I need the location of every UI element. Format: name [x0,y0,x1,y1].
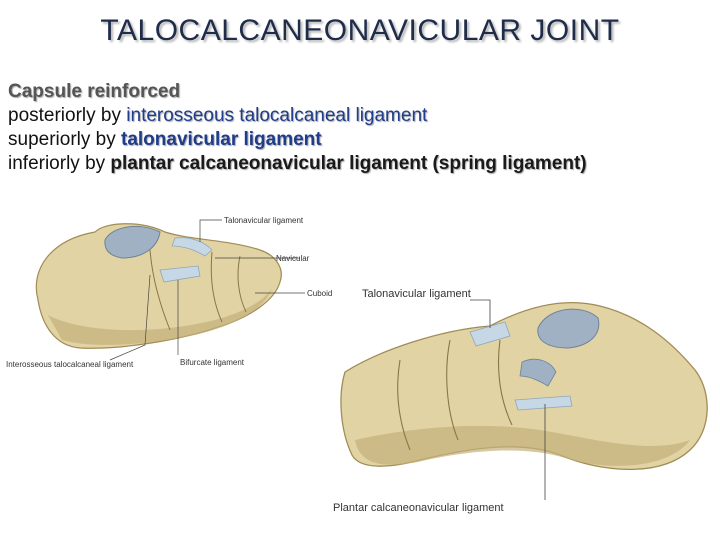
capsule-heading: Capsule reinforced [8,81,181,102]
right-talonavicular-ligament [469,321,511,347]
label-talonavicular-right: Talonavicular ligament [362,288,471,300]
term-plantar: plantar calcaneonavicular ligament (spri… [110,153,587,174]
right-plantar-ligament [514,395,573,411]
left-bifurcate-ligament [159,265,201,283]
label-bifurcate: Bifurcate ligament [180,358,245,367]
left-foot-shadow [48,288,272,345]
right-spring-ligament [519,358,557,387]
term-talonavicular: talonavicular ligament [121,129,322,150]
right-foot-shadow [355,425,690,466]
label-talonavicular-left: Talonavicular ligament [224,216,304,225]
label-plantar: Plantar calcaneonavicular ligament [333,502,504,514]
label-navicular: Navicular [276,254,310,263]
right-talus-cartilage [537,308,600,349]
label-cuboid: Cuboid [307,289,332,298]
right-bone-joints [397,339,513,451]
line-posterior: posteriorly by interosseous talocalcanea… [8,104,587,128]
left-bone-joints [149,249,247,331]
term-interosseous: interosseous talocalcaneal ligament [126,105,428,126]
right-foot-bones [340,302,708,470]
line-inferior: inferiorly by plantar calcaneonavicular … [8,152,587,176]
label-interosseous: Interosseous talocalcaneal ligament [6,360,134,369]
left-foot-illustration: Talonavicular ligament Navicular Cuboid … [6,216,332,369]
left-talonavicular-ligament [171,237,213,257]
line-superior-prefix: superiorly by [8,129,121,150]
line-inferior-prefix: inferiorly by [8,153,111,174]
slide-title: TALOCALCANEONAVICULAR JOINT [100,14,620,47]
line-superior: superiorly by talonavicular ligament [8,128,587,152]
right-leader-lines [470,299,546,500]
text-block: Capsule reinforced posteriorly by intero… [8,80,587,176]
line-posterior-prefix: posteriorly by [8,105,127,126]
left-leader-lines [109,219,305,361]
right-foot-illustration: Talonavicular ligament Plantar calcaneon… [333,288,708,514]
left-talus-cartilage [104,226,161,259]
